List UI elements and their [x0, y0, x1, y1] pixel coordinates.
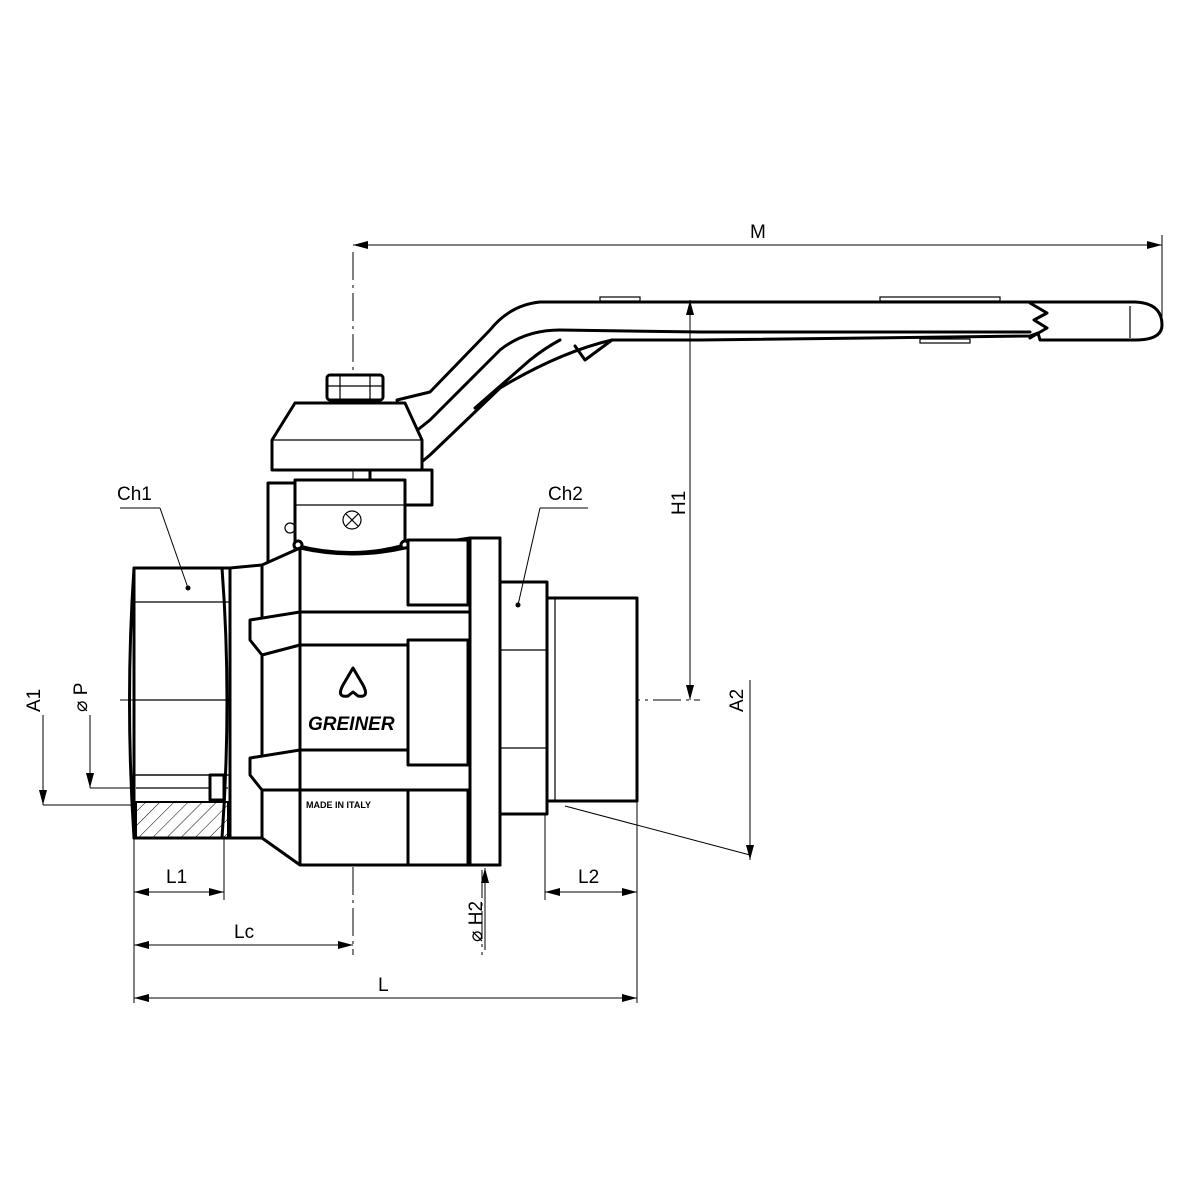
- label-L: L: [378, 975, 389, 996]
- label-L2: L2: [578, 867, 599, 888]
- left-hex-end: [128, 566, 232, 840]
- dimension-labels: M H1 Ch1 Ch2 A1 ⌀ P A2 L1 L2 Lc L ⌀ H2: [24, 222, 766, 996]
- label-H1: H1: [669, 491, 690, 515]
- label-Ch2: Ch2: [548, 484, 583, 505]
- label-M: M: [750, 222, 766, 243]
- dimension-lines: [39, 235, 1163, 1003]
- label-A2: A2: [727, 689, 748, 712]
- label-H2: ⌀ H2: [466, 901, 487, 942]
- stem-nut: [325, 373, 385, 402]
- origin-mark: MADE IN ITALY: [306, 800, 371, 810]
- right-male-end: [498, 580, 639, 816]
- label-Ch1: Ch1: [117, 484, 152, 505]
- lever-handle: [395, 296, 1164, 467]
- label-Lc: Lc: [234, 922, 254, 943]
- label-P: ⌀ P: [71, 683, 92, 712]
- brand-mark: GREINER: [308, 714, 395, 735]
- stop-housing: [266, 401, 434, 565]
- valve-body: GREINER MADE IN ITALY: [228, 536, 502, 867]
- label-A1: A1: [24, 689, 45, 712]
- label-L1: L1: [166, 867, 187, 888]
